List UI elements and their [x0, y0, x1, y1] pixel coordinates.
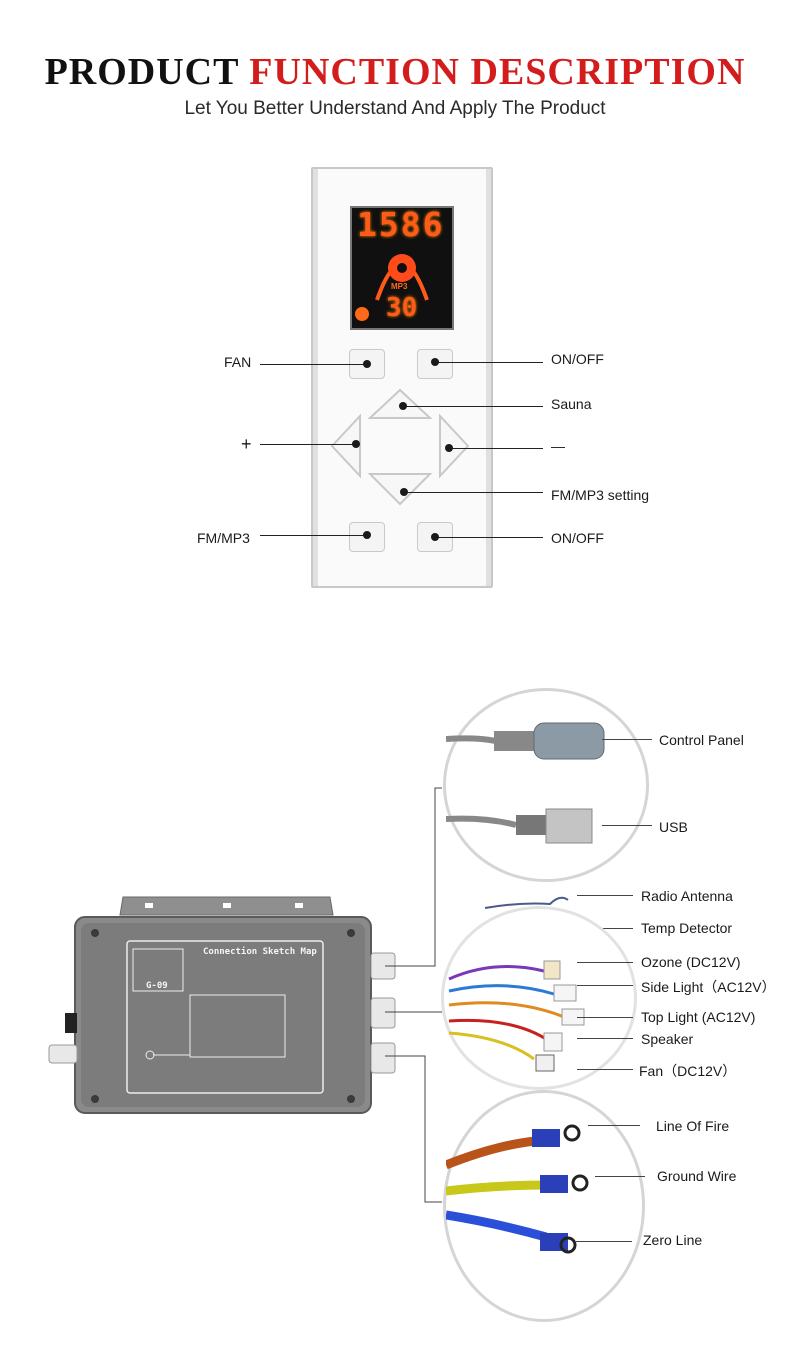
- display-mode: MP3: [391, 282, 408, 291]
- title-part-2: FUNCTION DESCRIPTION: [249, 51, 746, 93]
- page-subtitle: Let You Better Understand And Apply The …: [184, 98, 606, 119]
- callout-control-panel: Control Panel: [659, 732, 744, 748]
- page-title: PRODUCT FUNCTION DESCRIPTION: [0, 50, 790, 94]
- callout-usb: USB: [659, 819, 688, 835]
- connection-leader-lines: [385, 787, 442, 1203]
- display-temperature: 30: [386, 293, 418, 323]
- callout-side-light: Side Light（AC12V）: [641, 979, 776, 995]
- controller-model: G-09: [146, 981, 168, 991]
- callout-top-light: Top Light (AC12V): [641, 1009, 756, 1025]
- circle-control-usb: [443, 688, 649, 882]
- callout-ozone: Ozone (DC12V): [641, 954, 741, 970]
- title-part-1: PRODUCT: [44, 51, 239, 93]
- label-fm-mp3: FM/MP3: [197, 530, 250, 546]
- callout-zero-line: Zero Line: [643, 1232, 703, 1248]
- callout-ground-wire: Ground Wire: [657, 1168, 737, 1184]
- callout-radio-antenna: Radio Antenna: [641, 888, 733, 904]
- label-fan: FAN: [224, 354, 252, 370]
- display-fan-icon: [355, 307, 369, 321]
- callout-fan: Fan（DC12V）: [639, 1063, 737, 1079]
- label-plus: +: [241, 434, 252, 454]
- circle-power-wires: [443, 1090, 645, 1322]
- controller-box-image: [48, 896, 396, 1114]
- label-on-off-bottom: ON/OFF: [551, 530, 604, 546]
- label-on-off-top: ON/OFF: [551, 351, 604, 367]
- callout-line-of-fire: Line Of Fire: [656, 1118, 730, 1134]
- callout-speaker: Speaker: [641, 1031, 694, 1047]
- circle-wire-harness: [441, 906, 637, 1090]
- label-sauna: Sauna: [551, 396, 592, 412]
- label-minus: —: [551, 438, 565, 454]
- label-fm-mp3-setting: FM/MP3 setting: [551, 487, 650, 503]
- callout-temp-detector: Temp Detector: [641, 920, 733, 936]
- display-top-digits: 1586: [357, 205, 445, 244]
- controller-box-label: Connection Sketch Map: [203, 947, 317, 957]
